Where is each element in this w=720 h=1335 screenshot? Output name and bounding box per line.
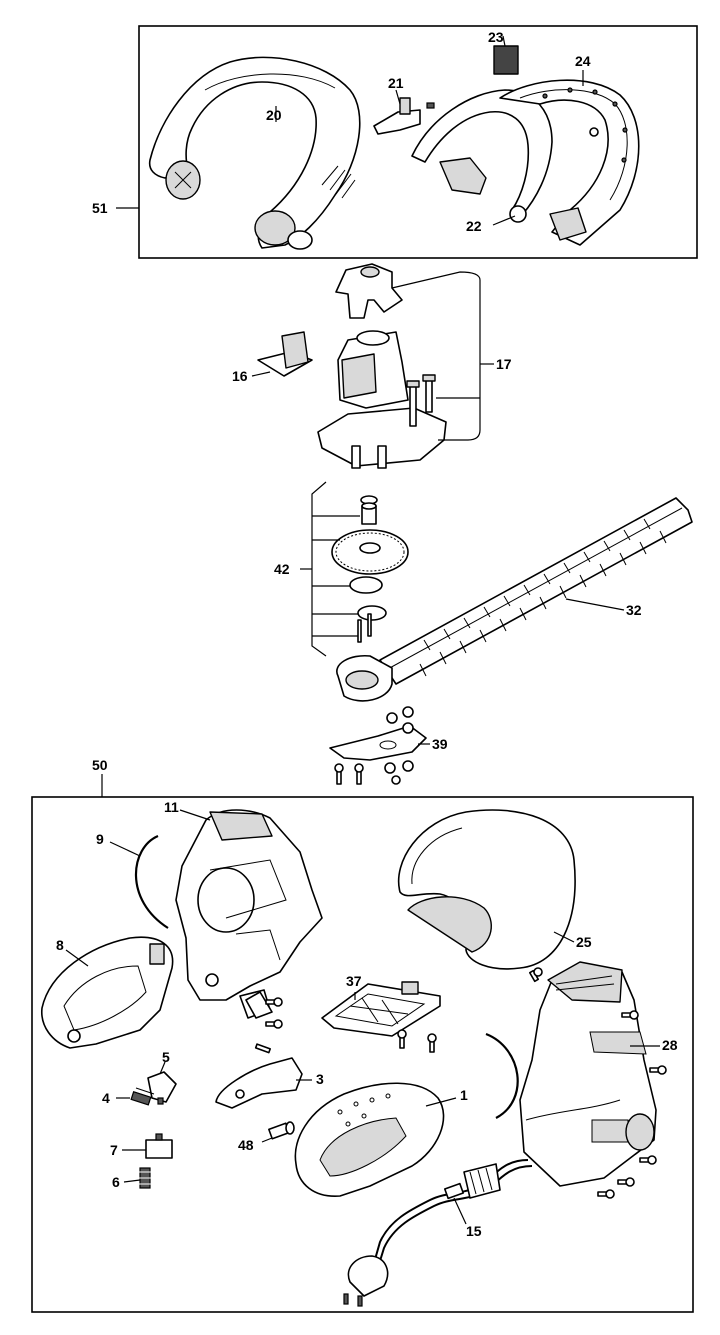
callout-17: 17 [496, 356, 512, 372]
callout-16: 16 [232, 368, 248, 384]
part-22-handle-half [411, 89, 553, 223]
front-handle-assembly-frame [138, 25, 698, 259]
callout-8: 8 [56, 937, 64, 953]
part-3-lockout-lever [215, 1043, 303, 1109]
callout-21: 21 [388, 75, 404, 91]
callout-9: 9 [96, 831, 104, 847]
part-23-spring [493, 45, 519, 75]
part-6-spring [138, 1167, 152, 1189]
leader-11 [179, 809, 211, 821]
bracket-17 [391, 271, 481, 441]
part-15-power-cord [343, 1159, 533, 1307]
callout-24: 24 [575, 53, 591, 69]
callout-5: 5 [162, 1049, 170, 1065]
bracket-42 [311, 481, 327, 657]
callout-3: 3 [316, 1071, 324, 1087]
part-1-rear-handle [294, 1082, 445, 1197]
leader-1 [425, 1097, 457, 1107]
part-20-front-handle [148, 56, 361, 250]
leader-16 [251, 371, 271, 377]
leader-48 [261, 1137, 273, 1143]
leader-9 [109, 841, 141, 857]
part-39-blade-bracket [329, 706, 427, 785]
part-24-handle-half [499, 79, 640, 246]
callout-15: 15 [466, 1223, 482, 1239]
part-28-motor-housing [519, 961, 657, 1187]
part-32-blade [336, 497, 693, 702]
part-8-handle-half [41, 936, 174, 1049]
leader-32 [565, 598, 625, 611]
part-21-switch-lever [373, 97, 435, 135]
callout-20: 20 [266, 107, 282, 123]
part-25-hand-guard [397, 809, 576, 970]
callout-4: 4 [102, 1090, 110, 1106]
leader-8 [65, 949, 89, 967]
body-assembly-frame [31, 796, 694, 1313]
part-9-clip-ring [134, 834, 169, 929]
callout-1: 1 [460, 1087, 468, 1103]
part-16-capacitor [257, 331, 313, 377]
part-48-pin [268, 1121, 295, 1140]
callout-25: 25 [576, 934, 592, 950]
part-42-gearbox-parts [331, 495, 409, 643]
callout-32: 32 [626, 602, 642, 618]
callout-6: 6 [112, 1174, 120, 1190]
leader-25 [553, 931, 575, 943]
callout-23: 23 [488, 29, 504, 45]
part-clip-ring [485, 1032, 519, 1119]
part-37-cover-plate [321, 981, 441, 1037]
callout-28: 28 [662, 1037, 678, 1053]
part-4-spring [130, 1087, 155, 1106]
part-7-switch [145, 1133, 173, 1159]
leader-21 [395, 89, 401, 105]
callout-51: 51 [92, 200, 108, 216]
part-11-housing-half [175, 809, 323, 1019]
screws-37 [397, 1029, 437, 1053]
leader-5 [159, 1061, 166, 1075]
part-5-trigger [147, 1071, 177, 1105]
callout-50: 50 [92, 757, 108, 773]
callout-37: 37 [346, 973, 362, 989]
leader-15 [453, 1197, 467, 1225]
leader-6 [123, 1179, 141, 1183]
callout-7: 7 [110, 1142, 118, 1158]
clip-and-screws [245, 991, 283, 1029]
callout-11: 11 [164, 799, 179, 815]
callout-48: 48 [238, 1137, 254, 1153]
leader-23 [502, 35, 506, 47]
screws-28 [597, 1010, 667, 1199]
screw-25 [528, 967, 543, 983]
leader-22 [492, 215, 516, 226]
part-17-motor-assembly [317, 263, 447, 469]
callout-39: 39 [432, 736, 448, 752]
callout-22: 22 [466, 218, 482, 234]
callout-42: 42 [274, 561, 290, 577]
